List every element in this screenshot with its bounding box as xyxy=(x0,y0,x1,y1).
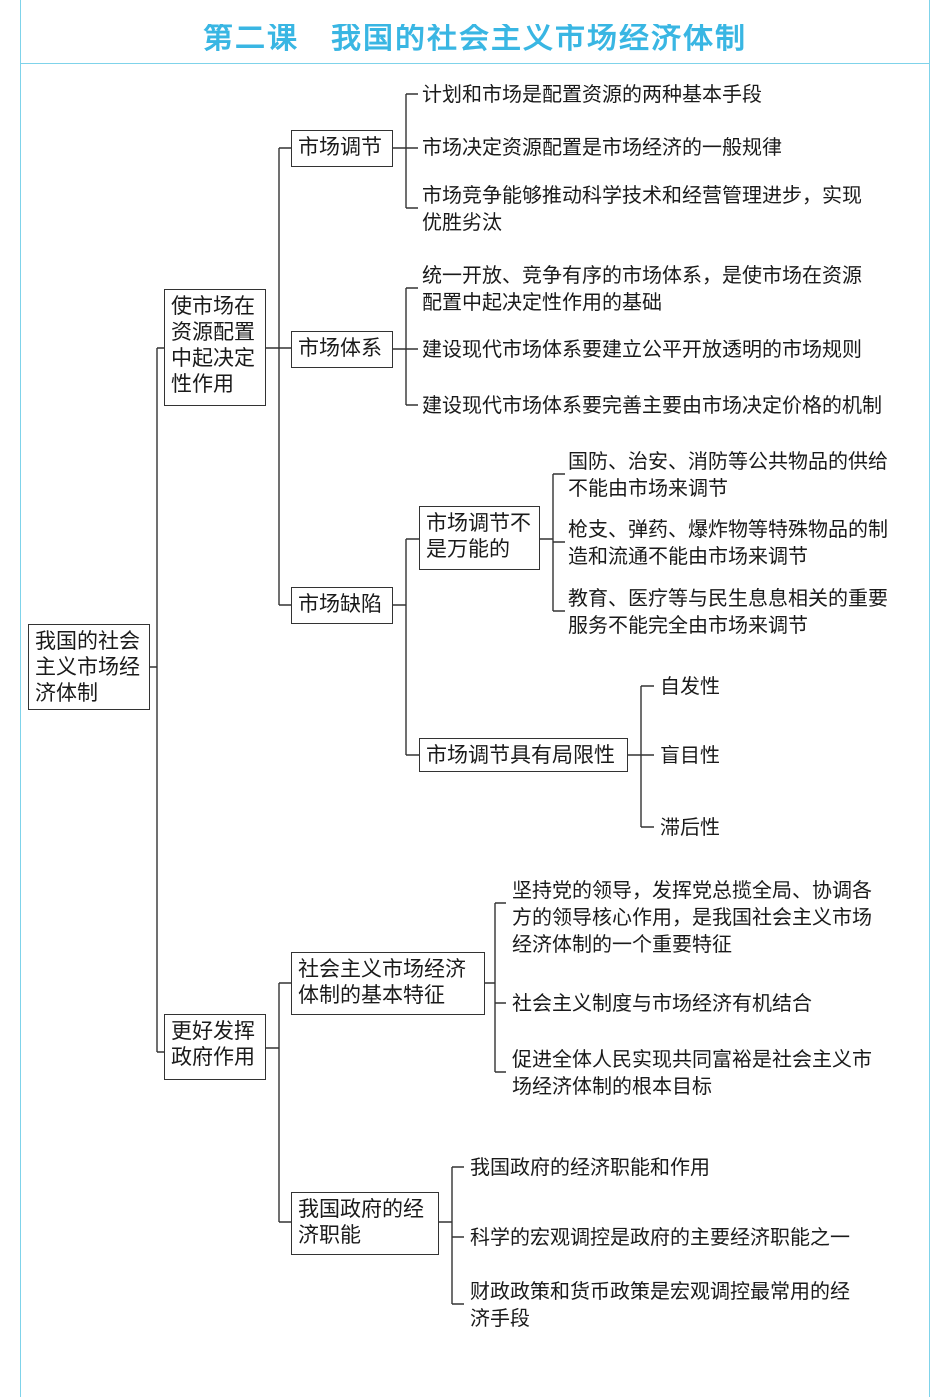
connector-root xyxy=(150,347,164,1053)
leaf-limitation-3: 滞后性 xyxy=(660,815,720,839)
connector-features xyxy=(485,902,506,1073)
leaf-features-1: 坚持党的领导，发挥党总揽全局、协调各 方的领导核心作用，是我国社会主义市场 经济… xyxy=(512,878,872,956)
connector-limitations xyxy=(628,685,654,828)
leaf-omnipotent-3: 教育、医疗等与民生息息相关的重要 服务不能完全由市场来调节 xyxy=(568,586,888,637)
leaf-system-2: 建设现代市场体系要建立公平开放透明的市场规则 xyxy=(422,337,862,361)
leaf-omnipotent-1: 国防、治安、消防等公共物品的供给 不能由市场来调节 xyxy=(568,449,888,500)
node-decisive-role: 使市场在 资源配置 中起决定 性作用 xyxy=(164,289,266,406)
leaf-features-3: 促进全体人民实现共同富裕是社会主义市 场经济体制的根本目标 xyxy=(512,1047,872,1098)
node-market-system: 市场体系 xyxy=(291,331,393,368)
leaf-regulation-3: 市场竞争能够推动科学技术和经营管理进步，实现 优胜劣汰 xyxy=(422,183,862,234)
leaf-system-1: 统一开放、竞争有序的市场体系，是使市场在资源 配置中起决定性作用的基础 xyxy=(422,263,862,314)
leaf-regulation-2: 市场决定资源配置是市场经济的一般规律 xyxy=(422,135,782,159)
connector-defects xyxy=(393,538,419,756)
leaf-functions-3: 财政政策和货币政策是宏观调控最常用的经 济手段 xyxy=(470,1279,850,1330)
node-limitations: 市场调节具有局限性 xyxy=(419,738,628,772)
page-title: 第二课 我国的社会主义市场经济体制 xyxy=(203,24,747,56)
node-not-omnipotent: 市场调节不 是万能的 xyxy=(419,506,540,570)
header-rule xyxy=(20,63,930,64)
leaf-limitation-1: 自发性 xyxy=(660,674,720,698)
leaf-features-2: 社会主义制度与市场经济有机结合 xyxy=(512,991,812,1015)
leaf-omnipotent-2: 枪支、弹药、爆炸物等特殊物品的制 造和流通不能由市场来调节 xyxy=(568,517,888,568)
root-node: 我国的社会 主义市场经 济体制 xyxy=(28,624,150,710)
node-basic-features: 社会主义市场经济 体制的基本特征 xyxy=(291,952,485,1015)
connector-not-omnipotent xyxy=(540,473,565,612)
leaf-functions-1: 我国政府的经济职能和作用 xyxy=(470,1155,710,1179)
node-government-role: 更好发挥 政府作用 xyxy=(164,1014,266,1080)
page-frame xyxy=(20,0,930,1397)
node-economic-functions: 我国政府的经 济职能 xyxy=(291,1192,439,1255)
leaf-regulation-1: 计划和市场是配置资源的两种基本手段 xyxy=(422,82,762,106)
connector-branch1 xyxy=(266,147,291,606)
connector-functions xyxy=(439,1166,464,1305)
connector-regulation xyxy=(393,93,418,209)
connector-branch2 xyxy=(266,982,291,1223)
node-market-defects: 市场缺陷 xyxy=(291,587,393,624)
connector-system xyxy=(393,287,418,406)
node-market-regulation: 市场调节 xyxy=(291,130,393,167)
leaf-limitation-2: 盲目性 xyxy=(660,743,720,767)
leaf-system-3: 建设现代市场体系要完善主要由市场决定价格的机制 xyxy=(422,393,882,417)
leaf-functions-2: 科学的宏观调控是政府的主要经济职能之一 xyxy=(470,1225,850,1249)
